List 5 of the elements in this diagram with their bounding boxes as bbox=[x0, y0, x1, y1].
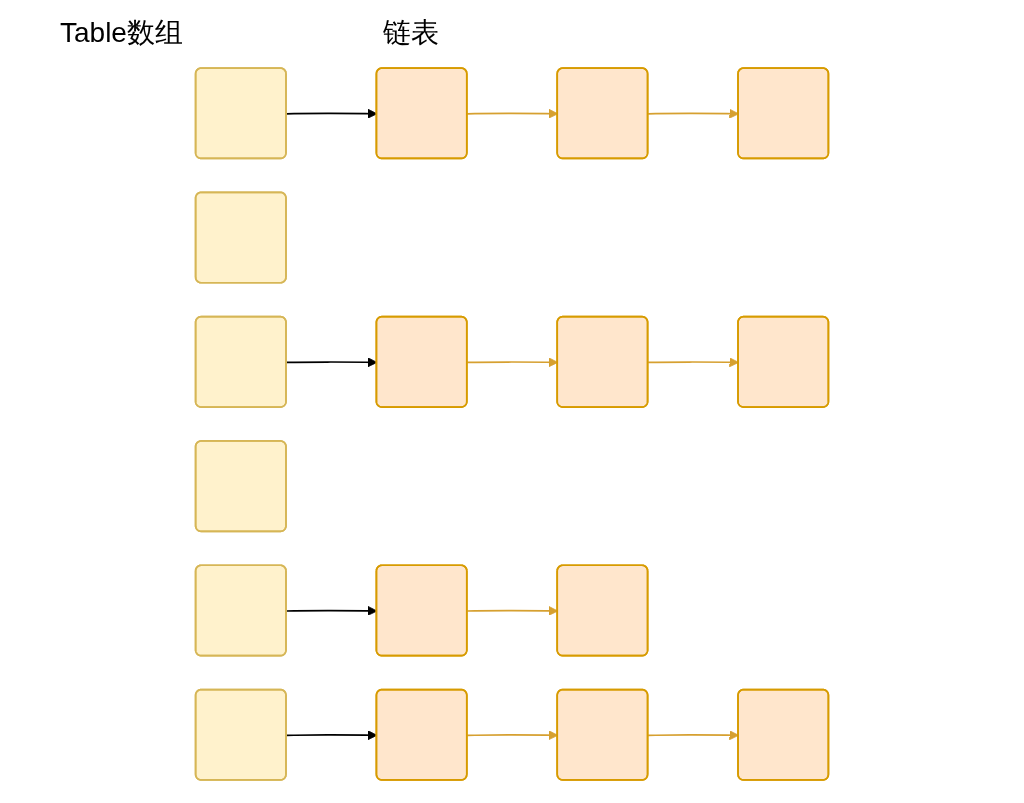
arrow bbox=[647, 357, 739, 368]
arrow bbox=[647, 108, 739, 119]
arrow bbox=[647, 730, 739, 741]
column-heading: 链表 bbox=[382, 16, 439, 50]
column-heading: Table数组 bbox=[60, 16, 183, 50]
